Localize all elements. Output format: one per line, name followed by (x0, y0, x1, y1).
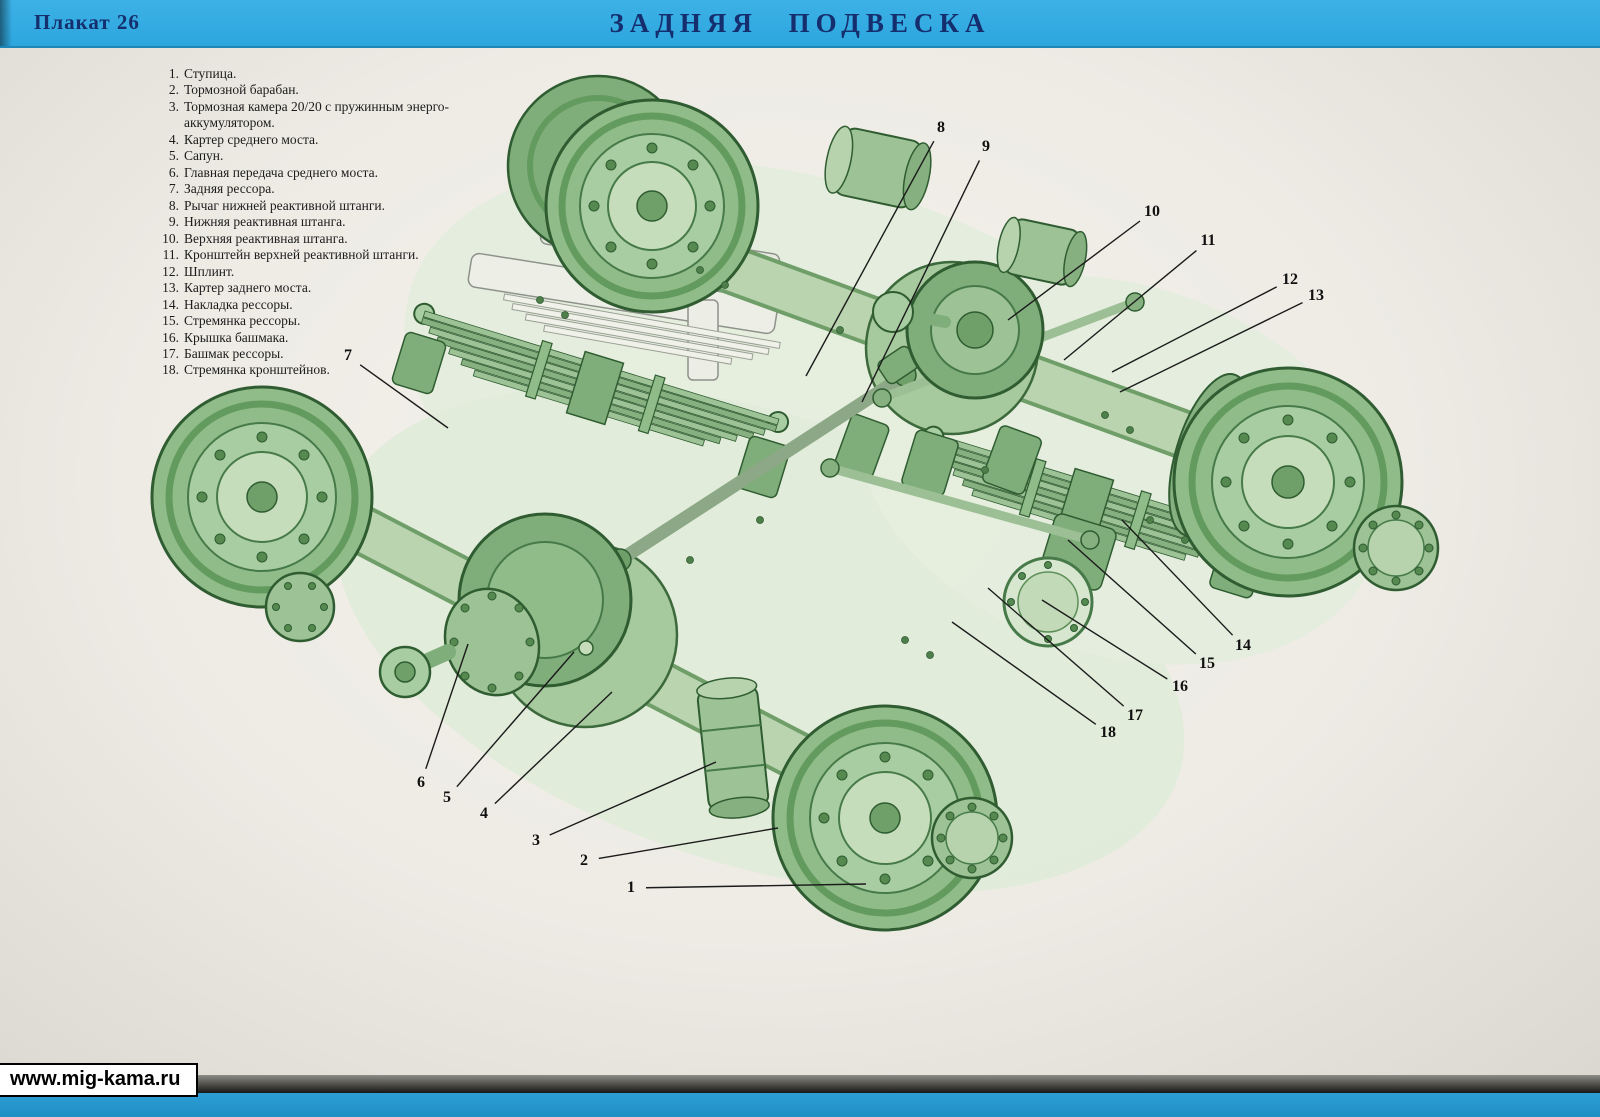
legend-item: 13. Картер заднего моста. (152, 280, 452, 296)
page-title: ЗАДНЯЯ ПОДВЕСКА (609, 8, 991, 38)
shoe-cover (1002, 556, 1094, 648)
legend-item-number: 5. (168, 148, 179, 164)
legend-item-number: 2. (168, 82, 179, 98)
page-bottom-shadow (0, 1075, 1600, 1093)
legend-item: 2. Тормозной барабан. (152, 82, 452, 98)
leader-line-16 (1041, 599, 1168, 680)
legend: 1. Ступица. 2. Тормозной барабан. 3. Тормозна… (152, 66, 452, 379)
leader-line-2 (598, 827, 779, 860)
leaf-spring-left (413, 302, 790, 447)
legend-item-text: Картер заднего моста. (184, 280, 312, 296)
legend-item-text: Стремянка кронштейнов. (184, 362, 330, 378)
brake-chamber-bottom (696, 677, 770, 819)
leader-line-1 (645, 883, 867, 889)
legend-item-text: Задняя рессора. (184, 181, 275, 197)
leader-line-17 (987, 587, 1125, 707)
legend-item-number: 1. (168, 66, 179, 81)
legend-item-text: Кронштейн верхней реактивной штанги. (184, 247, 419, 263)
brake-chamber-top (824, 125, 932, 211)
leader-line-7 (359, 364, 449, 429)
legend-item-number: 4. (168, 131, 179, 147)
legend-item: 1. Ступица. (152, 66, 452, 82)
legend-item-text: Верхняя реактивная штанга. (184, 230, 348, 246)
brake-drum-right (1168, 366, 1440, 598)
leader-line-5 (456, 651, 575, 788)
legend-item-text: Башмак рессоры. (184, 345, 284, 361)
legend-item: 9. Нижняя реактивная штанга. (152, 214, 452, 230)
leader-line-12 (1111, 286, 1277, 373)
legend-item: 11. Кронштейн верхней реактивной штанги. (152, 247, 452, 263)
legend-item-text: Стремянка рессоры. (184, 313, 301, 329)
middle-axle-final-drive (378, 512, 633, 699)
legend-item-text: Сапун. (184, 148, 224, 164)
leader-line-4 (494, 691, 613, 805)
legend-item: 10. Верхняя реактивная штанга. (152, 231, 452, 247)
leader-line-8 (805, 140, 935, 377)
legend-item: 15. Стремянка рессоры. (152, 313, 452, 329)
legend-item: 14. Накладка рессоры. (152, 297, 452, 313)
legend-item-number: 9. (168, 214, 179, 230)
legend-item-text: Тормозной барабан. (184, 82, 299, 98)
leader-line-6 (425, 643, 469, 770)
legend-item-number: 18. (162, 362, 179, 378)
legend-item-text: Накладка рессоры. (184, 296, 293, 312)
brake-drum-bottom (771, 704, 1014, 932)
legend-item-text: Крышка башмака. (184, 329, 289, 345)
legend-item-number: 15. (162, 313, 179, 329)
legend-item: 5. Сапун. (152, 148, 452, 164)
legend-item: 8. Рычаг нижней реактивной штанги. (152, 198, 452, 214)
legend-item-text: Шплинт. (184, 263, 235, 279)
legend-item: 6. Главная передача среднего моста. (152, 165, 452, 181)
legend-item-number: 7. (168, 181, 179, 197)
legend-item-number: 11. (162, 247, 179, 263)
legend-item-number: 8. (168, 197, 179, 213)
bolt-details (536, 266, 1189, 659)
legend-item-number: 13. (162, 280, 179, 296)
legend-item-number: 17. (162, 345, 179, 361)
leader-line-9 (861, 160, 981, 403)
header-bar: Плакат 26 ЗАДНЯЯ ПОДВЕСКА (0, 0, 1600, 48)
poster-label: Плакат 26 (34, 10, 140, 34)
leader-line-18 (951, 621, 1097, 725)
legend-item-number: 16. (162, 329, 179, 345)
leader-line-13 (1119, 301, 1303, 393)
brake-drum-left (150, 385, 374, 643)
legend-item-text: Ступица. (184, 66, 237, 81)
legend-item: 3. Тормозная камера 20/20 с пружинным эне… (152, 99, 452, 132)
legend-item-text: Главная передача среднего моста. (184, 164, 378, 180)
legend-item-text: Нижняя реактивная штанга. (184, 214, 346, 230)
legend-item: 4. Картер среднего моста. (152, 132, 452, 148)
legend-item-number: 6. (168, 164, 179, 180)
legend-list: 1. Ступица. 2. Тормозной барабан. 3. Тормозна… (152, 66, 452, 379)
legend-item-text: Картер среднего моста. (184, 131, 319, 147)
leader-line-11 (1063, 250, 1197, 361)
legend-item: 16. Крышка башмака. (152, 330, 452, 346)
leader-line-14 (1121, 519, 1234, 636)
legend-item-number: 12. (162, 263, 179, 279)
legend-item-number: 3. (168, 98, 179, 114)
legend-item-text: Рычаг нижней реактивной штанги. (184, 197, 386, 213)
legend-item: 12. Шплинт. (152, 264, 452, 280)
leader-line-15 (1067, 539, 1197, 655)
legend-item-number: 14. (162, 296, 179, 312)
rear-axle-carrier (872, 260, 1045, 400)
legend-item-text: Тормозная камера 20/20 с пружинным энерг… (184, 98, 450, 131)
brake-drum-top-left (506, 74, 760, 314)
legend-item: 7. Задняя рессора. (152, 181, 452, 197)
watermark: www.mig-kama.ru (0, 1063, 199, 1097)
leader-line-3 (549, 761, 717, 836)
footer-blue-bar (0, 1093, 1600, 1117)
leader-line-10 (1007, 220, 1141, 321)
brake-chamber-upper-right (996, 216, 1088, 288)
legend-item: 17. Башмак рессоры. (152, 346, 452, 362)
legend-item: 18. Стремянка кронштейнов. (152, 362, 452, 378)
legend-item-number: 10. (162, 230, 179, 246)
